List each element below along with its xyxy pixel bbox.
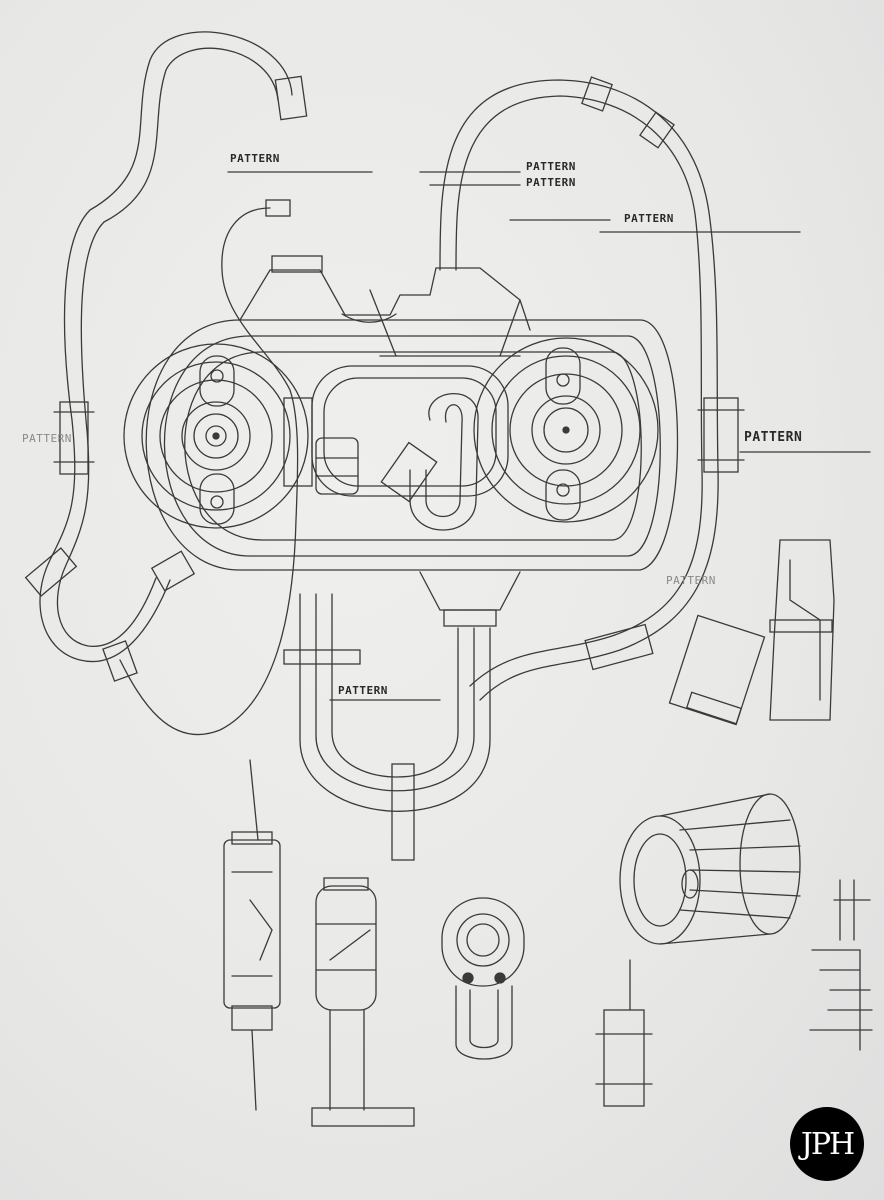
- coiled-tube: [409, 393, 479, 531]
- right-flange-small: [668, 614, 766, 726]
- annotation-pattern-7: PATTERN: [666, 574, 716, 587]
- thin-wire: [119, 207, 299, 736]
- right-flange: [473, 337, 659, 523]
- annotation-pattern-3: PATTERN: [526, 176, 576, 189]
- main-housing-outer: [145, 319, 679, 571]
- bracket-component: [441, 897, 525, 1060]
- coupling-top-left: [274, 75, 308, 121]
- top-housing: [239, 267, 531, 331]
- lower-funnel: [419, 571, 521, 611]
- coupling-left: [59, 401, 89, 475]
- coupling-top-right: [581, 76, 613, 112]
- ribbed-drum: [619, 793, 801, 945]
- inner-canister: [315, 437, 359, 495]
- annotation-pattern-6: PATTERN: [744, 430, 803, 445]
- left-flange: [123, 343, 309, 529]
- right-elbow-assembly: [769, 539, 835, 721]
- u-pipe: [299, 593, 491, 812]
- annotation-pattern-5: PATTERN: [22, 432, 72, 445]
- annotation-pattern-2: PATTERN: [526, 160, 576, 173]
- annotation-pattern-4: PATTERN: [624, 212, 674, 225]
- top-right-hose: [439, 79, 719, 701]
- valve-middle: [311, 877, 415, 1127]
- annotation-pattern-1: PATTERN: [230, 152, 280, 165]
- annotation-pattern-8: PATTERN: [338, 684, 388, 697]
- corner-hatching: [809, 879, 873, 1051]
- coupling-right: [703, 397, 739, 473]
- coupling-lower-right: [584, 623, 654, 671]
- valve-left: [223, 759, 281, 1111]
- small-fitting: [595, 959, 653, 1107]
- left-outer-hose: [39, 31, 293, 663]
- signature-logo: JPH: [790, 1107, 864, 1181]
